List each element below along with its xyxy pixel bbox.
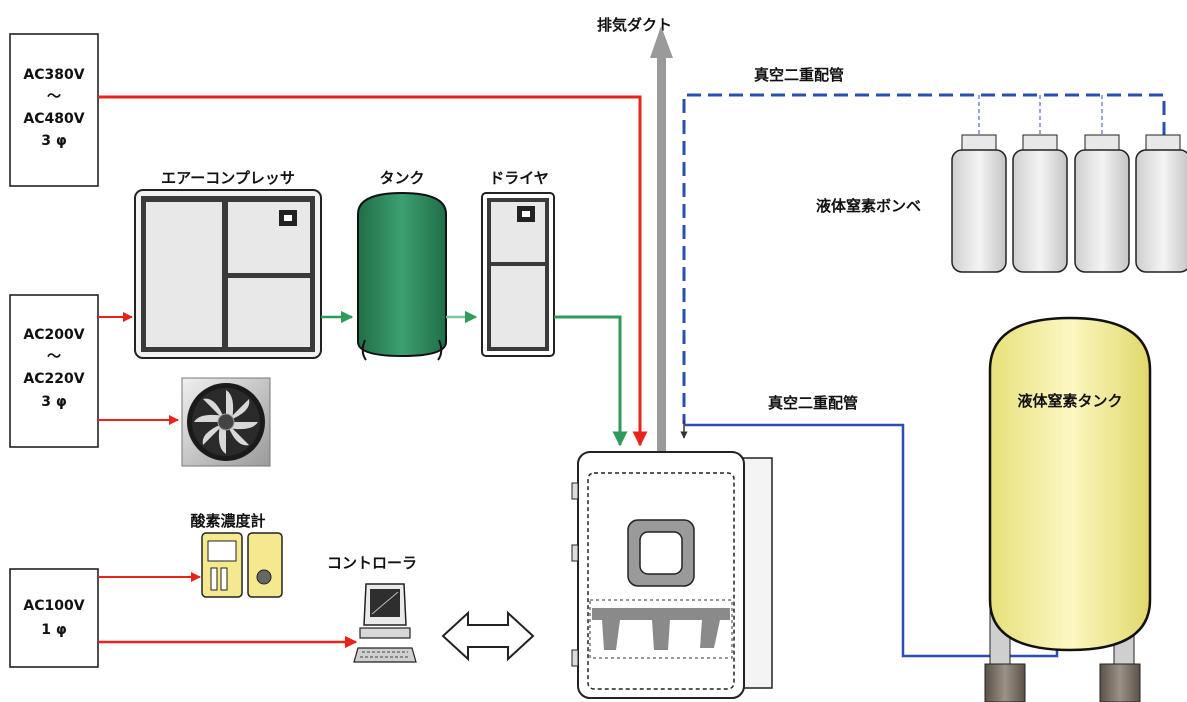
cylinder-1 — [951, 134, 1007, 273]
controller-label: コントローラ — [327, 554, 417, 572]
nitrogen-cylinders: 液体窒素ボンベ — [816, 134, 1187, 273]
exhaust-duct-label: 排気ダクト — [597, 16, 672, 34]
vacuum-pipe-dashed — [680, 93, 1166, 439]
cylinder-4 — [1135, 134, 1187, 273]
controller-pc: コントローラ — [327, 554, 417, 663]
power-box-1-line3: AC480V — [23, 111, 84, 127]
air-compressor: エアーコンプレッサ — [134, 169, 322, 359]
main-unit — [571, 451, 773, 699]
nitrogen-tank: 液体窒素タンク — [984, 316, 1152, 702]
power-box-2: AC200V ～ AC220V 3 φ — [9, 294, 99, 448]
power-box-3: AC100V 1 φ — [9, 568, 99, 668]
power-box-2-line4: 3 φ — [41, 394, 67, 410]
air-lines — [321, 310, 628, 447]
air-line-dryer-unit — [554, 315, 628, 447]
power-box-1-line2: ～ — [47, 89, 61, 105]
power-box-2-line2: ～ — [47, 349, 61, 365]
exhaust-duct: 排気ダクト — [597, 16, 673, 452]
power-line-main — [98, 95, 648, 447]
dryer: ドライヤ — [481, 169, 555, 357]
vacuum-pipe-top-label: 真空二重配管 — [754, 66, 844, 84]
cylinder-3 — [1074, 134, 1130, 273]
oxygen-meter-label: 酸素濃度計 — [190, 512, 265, 530]
dryer-label: ドライヤ — [489, 169, 549, 187]
double-arrow — [441, 610, 535, 662]
cylinder-2 — [1012, 134, 1068, 273]
power-box-3-line2: 1 φ — [41, 622, 67, 638]
power-box-3-line1: AC100V — [23, 598, 84, 614]
power-box-1-line4: 3 φ — [41, 133, 67, 149]
power-lines — [98, 95, 648, 649]
tank-label: タンク — [379, 169, 424, 187]
power-box-1-line1: AC380V — [23, 67, 84, 83]
power-box-2-line1: AC200V — [23, 327, 84, 343]
vacuum-pipe-cylinders — [682, 93, 1166, 424]
power-box-1: AC380V ～ AC480V 3 φ — [9, 33, 99, 187]
power-box-2-line3: AC220V — [23, 371, 84, 387]
air-tank: タンク — [357, 169, 447, 361]
oxygen-meter: 酸素濃度計 — [190, 512, 283, 598]
cooling-fan — [181, 377, 271, 467]
compressor-label: エアーコンプレッサ — [161, 169, 295, 187]
cylinders-label: 液体窒素ボンベ — [816, 197, 921, 215]
vacuum-pipe-mid-label: 真空二重配管 — [768, 394, 858, 412]
nitrogen-tank-label: 液体窒素タンク — [1017, 392, 1122, 410]
